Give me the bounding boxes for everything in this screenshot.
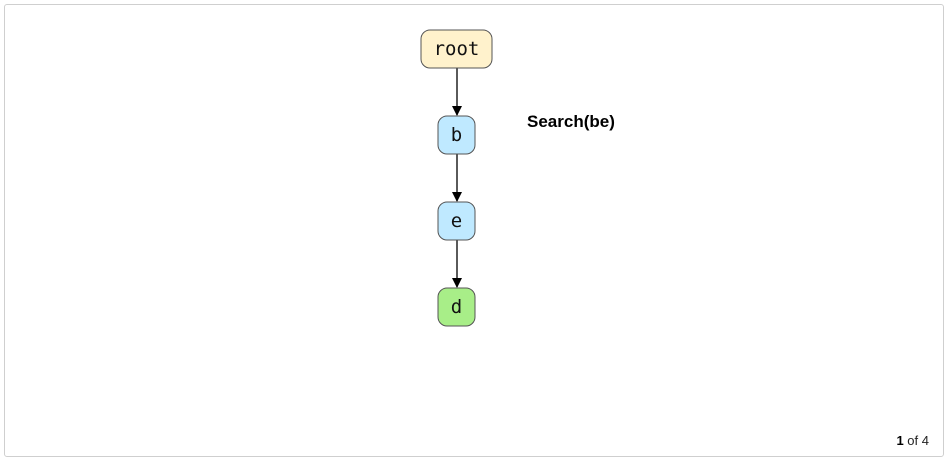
node-d-box — [437, 287, 476, 327]
node-b[interactable]: b — [437, 115, 476, 155]
pager-current: 1 — [896, 433, 904, 448]
node-d-label: d — [451, 296, 462, 318]
node-root-label: root — [434, 38, 480, 60]
node-b-label: b — [451, 124, 462, 146]
node-b-box — [437, 115, 476, 155]
node-e-box — [437, 201, 476, 241]
pager-separator: of — [907, 433, 919, 448]
pager-total: 4 — [921, 433, 929, 448]
node-e[interactable]: e — [437, 201, 476, 241]
node-e-label: e — [451, 210, 462, 232]
search-caption: Search(be) — [527, 112, 615, 131]
node-root[interactable]: root — [420, 29, 493, 69]
node-d[interactable]: d — [437, 287, 476, 327]
slide-pager: 1 of 4 — [896, 433, 929, 448]
node-root-box — [420, 29, 493, 69]
